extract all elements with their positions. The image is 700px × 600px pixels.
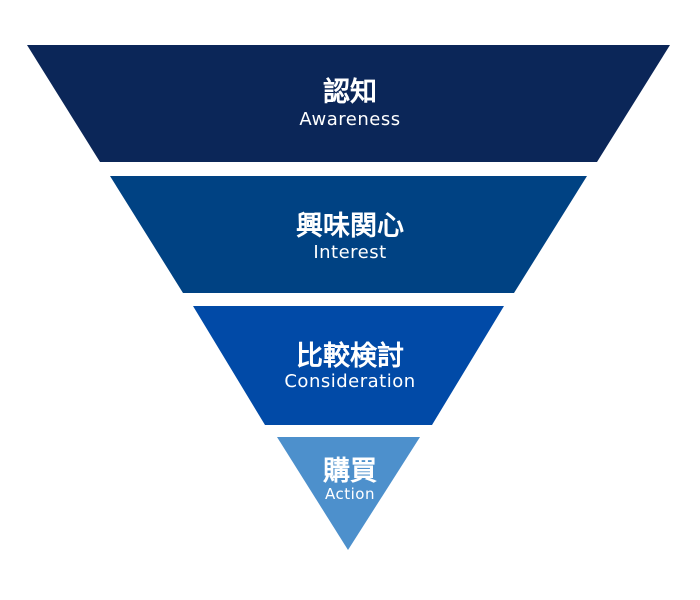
stage-subtitle-awareness: Awareness [299, 109, 401, 130]
stage-subtitle-consideration: Consideration [284, 371, 416, 392]
funnel-stage-action [277, 437, 420, 550]
funnel-stage-consideration [193, 306, 504, 425]
stage-title-awareness: 認知 [323, 77, 377, 108]
stage-title-action: 購買 [323, 456, 377, 487]
funnel-stage-awareness [27, 45, 670, 162]
stage-subtitle-interest: Interest [313, 242, 387, 263]
funnel-stage-interest [110, 176, 587, 293]
stage-subtitle-action: Action [325, 485, 375, 503]
stage-title-consideration: 比較検討 [296, 341, 404, 372]
stage-title-interest: 興味関心 [296, 211, 404, 242]
